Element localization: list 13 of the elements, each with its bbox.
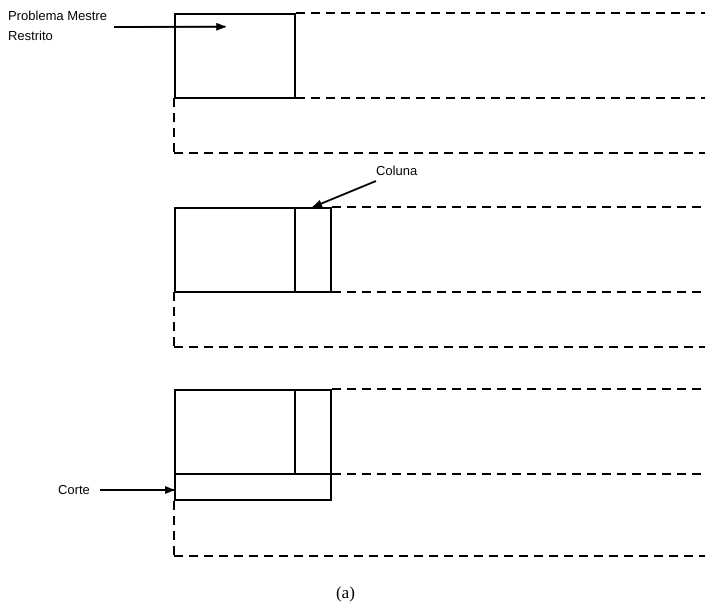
matrix-block: [294, 207, 332, 293]
arrow: [114, 22, 226, 31]
matrix-block: [174, 389, 296, 475]
arrow: [100, 486, 175, 494]
matrix-block: [174, 13, 296, 99]
caption: (a): [336, 582, 355, 604]
matrix-block: [174, 473, 332, 501]
label-text: Corte: [58, 481, 91, 499]
matrix-block: [174, 207, 296, 293]
matrix-block: [294, 389, 332, 475]
label-text: Coluna: [376, 162, 418, 180]
arrow: [312, 180, 376, 208]
label-text: Problema Mestre Restrito: [8, 7, 108, 45]
